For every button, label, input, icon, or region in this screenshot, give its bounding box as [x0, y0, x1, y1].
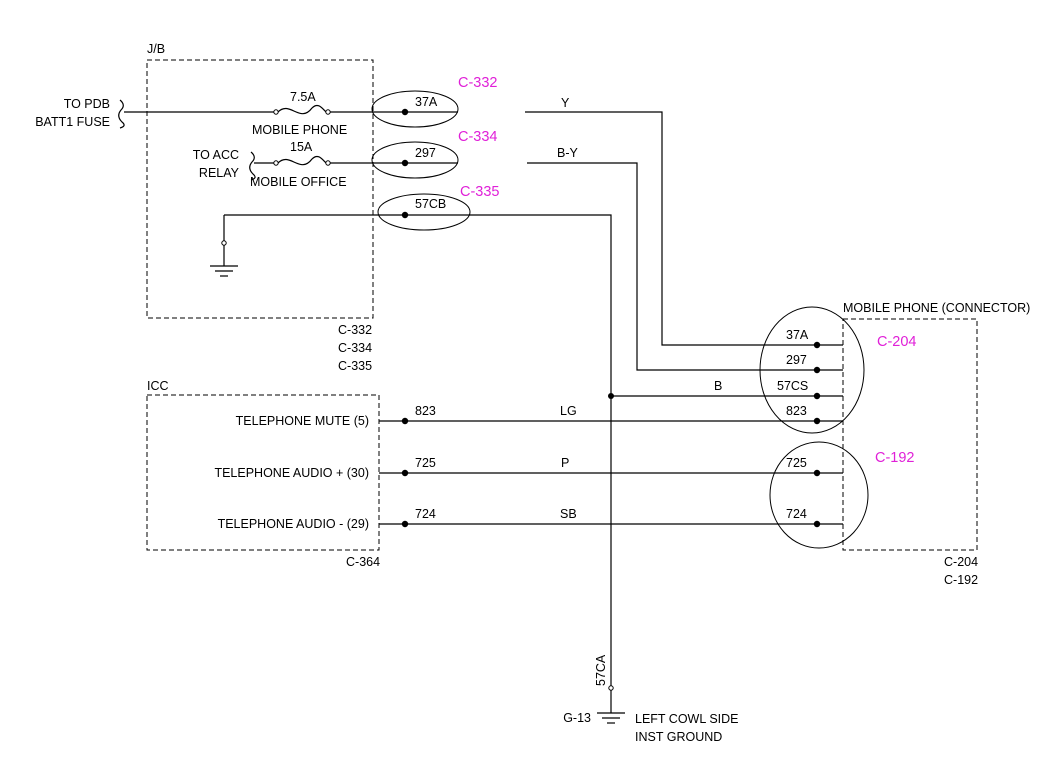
- wire-color-p: P: [561, 456, 569, 470]
- wire-color-sb: SB: [560, 507, 577, 521]
- icc-outline: [146, 394, 380, 551]
- ground-splice-point: [221, 240, 227, 246]
- icc-title: ICC: [147, 379, 169, 393]
- connector-break-symbol: [118, 99, 125, 129]
- harness-wires: Y B-Y B LG P SB: [405, 96, 843, 686]
- pin-dot: [813, 366, 821, 374]
- phone-pin-297: 297: [786, 353, 807, 367]
- ground-icon: [597, 712, 625, 724]
- mobile-phone-connector: MOBILE PHONE (CONNECTOR) C-204 C-192 37A…: [759, 301, 1030, 587]
- callout-c335: C-335: [460, 184, 500, 200]
- fuse2-name: MOBILE OFFICE: [250, 175, 347, 189]
- fuse1-terminal-out: [325, 109, 331, 115]
- icc-connector: C-364: [346, 555, 380, 569]
- pin-dot: [813, 469, 821, 477]
- ground-label-line1: LEFT COWL SIDE: [635, 712, 739, 726]
- phone-connector-1: C-204: [944, 555, 978, 569]
- jb-connector-2: C-334: [338, 341, 372, 355]
- jb-connector-3: C-335: [338, 359, 372, 373]
- wire-color-by: B-Y: [557, 146, 579, 160]
- ground-eyelet: [608, 685, 614, 691]
- jb-connector-1: C-332: [338, 323, 372, 337]
- wire-color-lg: LG: [560, 404, 577, 418]
- phone-pin-725: 725: [786, 456, 807, 470]
- phone-pin-37a: 37A: [786, 328, 809, 342]
- connector-ring-c332: [371, 90, 459, 128]
- icc-row-label: TELEPHONE AUDIO + (30): [214, 466, 369, 480]
- wire-57cb: [405, 214, 612, 686]
- icc-pin-724: 724: [415, 507, 436, 521]
- icc-row-label: TELEPHONE AUDIO - (29): [218, 517, 369, 531]
- fuse1-name: MOBILE PHONE: [252, 123, 347, 137]
- feed-pdb-line2: BATT1 FUSE: [35, 115, 110, 129]
- connector-ring-c204: [759, 306, 865, 434]
- wire-color-b: B: [714, 379, 722, 393]
- icc-pin-823: 823: [415, 404, 436, 418]
- ground-id: G-13: [563, 711, 591, 725]
- jb-pin-57cb: 57CB: [415, 197, 446, 211]
- connector-break-symbol: [249, 151, 256, 181]
- wire-color-y: Y: [561, 96, 570, 110]
- fuse-symbol-icon: [277, 155, 327, 166]
- fuse1-rating: 7.5A: [290, 90, 316, 104]
- feed-pdb-line1: TO PDB: [64, 97, 110, 111]
- callout-c204: C-204: [877, 334, 917, 350]
- jb-outline: [146, 59, 374, 319]
- jb-connector-pins: 37A C-332 297 C-334 57CB C-335: [371, 75, 500, 231]
- jb-pin-297: 297: [415, 146, 436, 160]
- jb-pin-37a: 37A: [415, 95, 438, 109]
- callout-c192: C-192: [875, 450, 915, 466]
- jb-title: J/B: [147, 42, 165, 56]
- phone-title: MOBILE PHONE (CONNECTOR): [843, 301, 1030, 315]
- ground-label-line2: INST GROUND: [635, 730, 722, 744]
- callout-c334: C-334: [458, 129, 498, 145]
- icc-pin-725: 725: [415, 456, 436, 470]
- icc-module: ICC TELEPHONE MUTE (5) 823 TELEPHONE AUD…: [146, 379, 436, 569]
- phone-pin-823: 823: [786, 404, 807, 418]
- callout-c332: C-332: [458, 75, 498, 91]
- pin-dot: [813, 392, 821, 400]
- feed-acc-line1: TO ACC: [193, 148, 239, 162]
- fuse2-terminal-in: [273, 160, 279, 166]
- icc-row-label: TELEPHONE MUTE (5): [236, 414, 369, 428]
- wire-37a: [525, 111, 843, 346]
- splice-point: [608, 393, 614, 399]
- ground-icon: [210, 265, 238, 277]
- fuse2-terminal-out: [325, 160, 331, 166]
- pin-dot: [813, 417, 821, 425]
- phone-pin-57cs: 57CS: [777, 379, 808, 393]
- phone-pin-724: 724: [786, 507, 807, 521]
- fuse1-terminal-in: [273, 109, 279, 115]
- wire-297: [527, 162, 843, 371]
- connector-ring-c334: [371, 141, 459, 179]
- pin-dot: [813, 520, 821, 528]
- pin-dot: [813, 341, 821, 349]
- splice-wire-57ca: 57CA: [594, 654, 608, 686]
- fuse-symbol-icon: [277, 104, 327, 115]
- phone-connector-2: C-192: [944, 573, 978, 587]
- connector-ring-c192: [769, 441, 869, 549]
- connector-ring-c335: [377, 193, 471, 231]
- junction-block: J/B TO PDB BATT1 FUSE 7.5A MOBILE PHONE …: [35, 42, 405, 373]
- fuse2-rating: 15A: [290, 140, 313, 154]
- ground-g13: 57CA G-13 LEFT COWL SIDE INST GROUND: [563, 654, 738, 744]
- feed-acc-line2: RELAY: [199, 166, 240, 180]
- phone-outline: [842, 318, 978, 551]
